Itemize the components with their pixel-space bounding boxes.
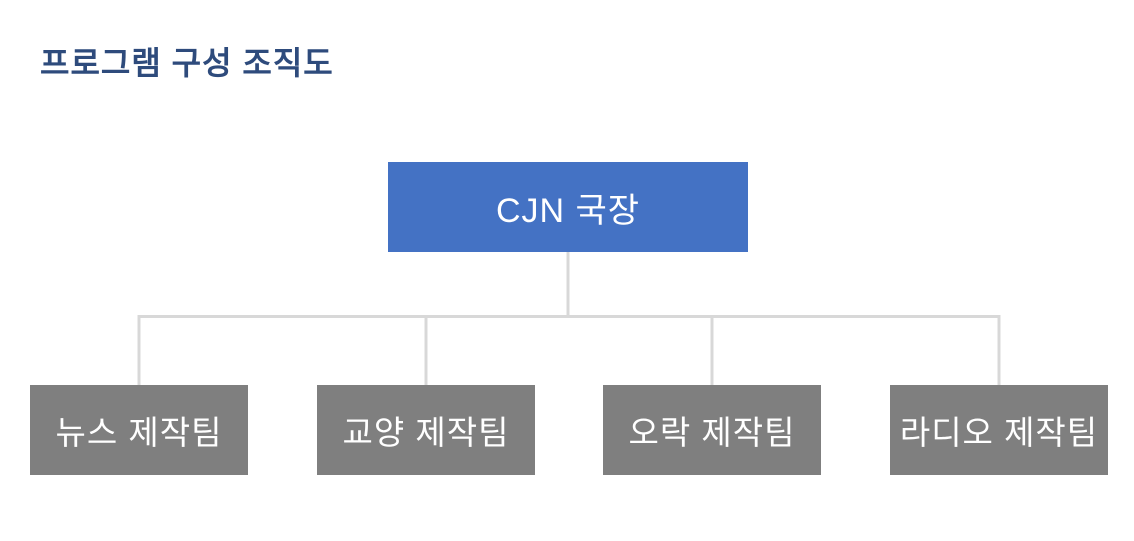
org-node-team-culture: 교양 제작팀 bbox=[317, 385, 535, 475]
org-node-team-radio: 라디오 제작팀 bbox=[890, 385, 1108, 475]
org-node-team-news: 뉴스 제작팀 bbox=[30, 385, 248, 475]
org-node-director: CJN 국장 bbox=[388, 162, 748, 252]
page-title: 프로그램 구성 조직도 bbox=[40, 45, 334, 81]
org-node-team-entertainment: 오락 제작팀 bbox=[603, 385, 821, 475]
